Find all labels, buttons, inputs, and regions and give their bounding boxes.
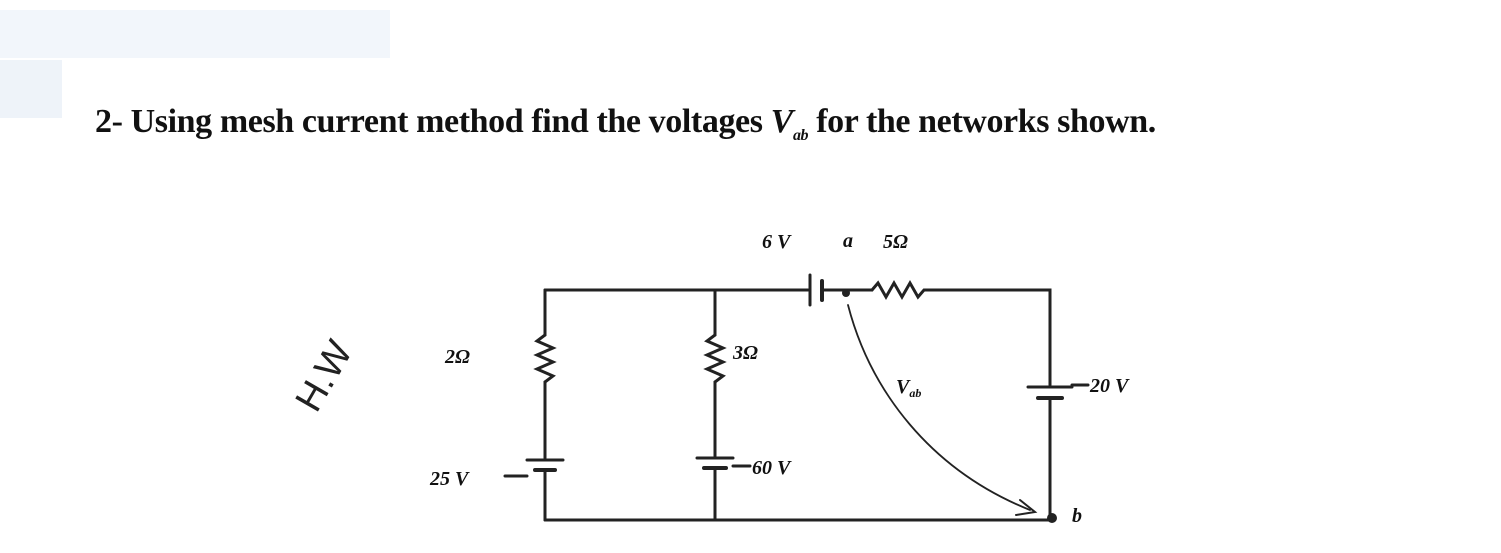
resistor-3ohm xyxy=(703,333,727,384)
label-6v: 6 V xyxy=(762,231,792,253)
vab-arrow-curve xyxy=(847,304,1031,511)
question-text: 2- Using mesh current method find the vo… xyxy=(95,103,1156,145)
vab-variable: Vab xyxy=(770,103,809,144)
label-60v: 60 V xyxy=(752,457,792,479)
vab-arrow-head xyxy=(1015,499,1038,516)
question-suffix: for the networks shown. xyxy=(808,103,1156,140)
label-vab: Vab xyxy=(896,376,921,400)
resistor-5ohm xyxy=(870,279,930,301)
label-node-a: a xyxy=(843,230,853,252)
label-3ohm: 3Ω xyxy=(732,342,758,364)
question-prefix: 2- Using mesh current method find the vo… xyxy=(95,103,771,140)
label-node-b: b xyxy=(1072,505,1082,527)
node-a-dot xyxy=(842,289,850,297)
wire-top-right xyxy=(926,288,1052,387)
resistor-2ohm xyxy=(533,333,557,384)
label-5ohm: 5Ω xyxy=(883,231,908,253)
node-b-dot xyxy=(1047,513,1057,523)
label-20v: 20 V xyxy=(1089,375,1130,397)
label-2ohm: 2Ω xyxy=(444,346,470,368)
label-25v: 25 V xyxy=(429,468,470,490)
